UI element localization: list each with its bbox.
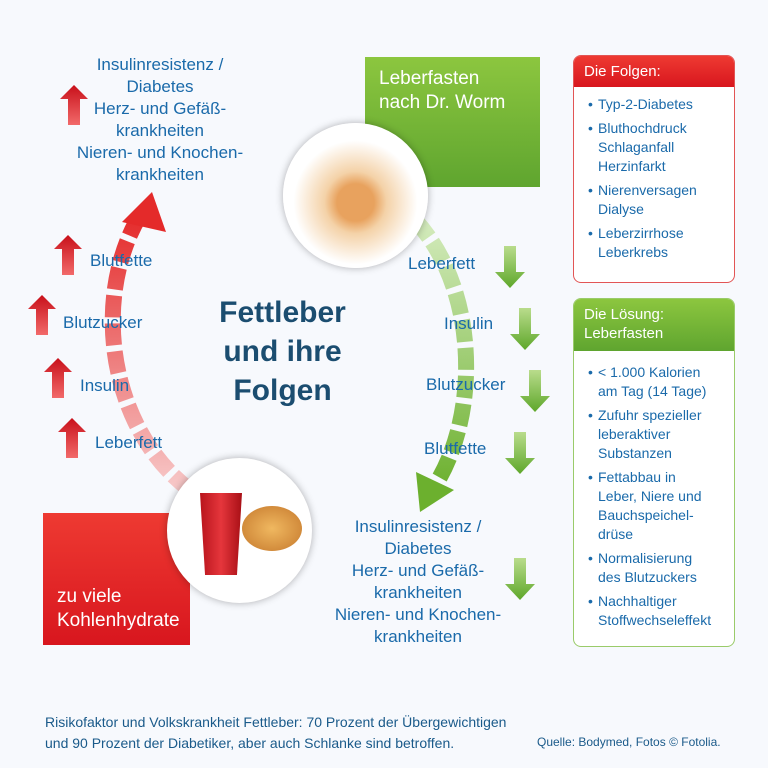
down-arrow-icon xyxy=(520,370,550,412)
up-arrow-icon xyxy=(58,418,86,458)
right-item-blutfette: Blutfette xyxy=(424,439,487,458)
list-item: Leberzirrhose Leberkrebs xyxy=(588,224,724,262)
down-arrow-icon xyxy=(495,246,525,288)
down-arrow-icon xyxy=(505,432,535,474)
list-item: Nachhaltiger Stoffwechseleffekt xyxy=(588,592,724,630)
right-item-insulin: Insulin xyxy=(444,314,494,333)
folgen-panel: Die Folgen: Typ-2-Diabetes Bluthochdruck… xyxy=(573,55,735,283)
right-item-leberfett: Leberfett xyxy=(408,254,476,273)
left-item-leberfett: Leberfett xyxy=(95,433,163,452)
oat-photo xyxy=(283,123,428,268)
red-cycle-arc xyxy=(104,210,195,497)
list-item: Normalisierung des Blutzuckers xyxy=(588,549,724,587)
list-item: Typ-2-Diabetes xyxy=(588,95,724,114)
green-arc-arrowhead xyxy=(416,472,454,512)
loesung-panel: Die Lösung: Leberfasten < 1.000 Kalorien… xyxy=(573,298,735,647)
up-arrow-icon xyxy=(44,358,72,398)
list-item: Zufuhr spezieller leberaktiver Substanze… xyxy=(588,406,724,463)
up-arrow-icon xyxy=(28,295,56,335)
list-item: Fettabbau in Leber, Niere und Bauchspeic… xyxy=(588,468,724,544)
red-arc-arrowhead xyxy=(122,192,166,232)
drink-croissant-photo xyxy=(167,458,312,603)
green-cycle-arc xyxy=(409,214,475,495)
down-arrow-icon xyxy=(510,308,540,350)
list-item: Nierenversagen Dialyse xyxy=(588,181,724,219)
list-item: < 1.000 Kalorien am Tag (14 Tage) xyxy=(588,363,724,401)
left-item-blutfette: Blutfette xyxy=(90,251,153,270)
footer-note: Risikofaktor und Volkskrankheit Fettlebe… xyxy=(45,714,507,751)
right-item-blutzucker: Blutzucker xyxy=(426,375,506,394)
left-item-blutzucker: Blutzucker xyxy=(63,313,143,332)
source-credit: Quelle: Bodymed, Fotos © Fotolia. xyxy=(537,735,721,749)
list-item: Bluthochdruck Schlaganfall Herzinfarkt xyxy=(588,119,724,176)
up-arrow-icon xyxy=(54,235,82,275)
left-item-insulin: Insulin xyxy=(80,376,130,395)
